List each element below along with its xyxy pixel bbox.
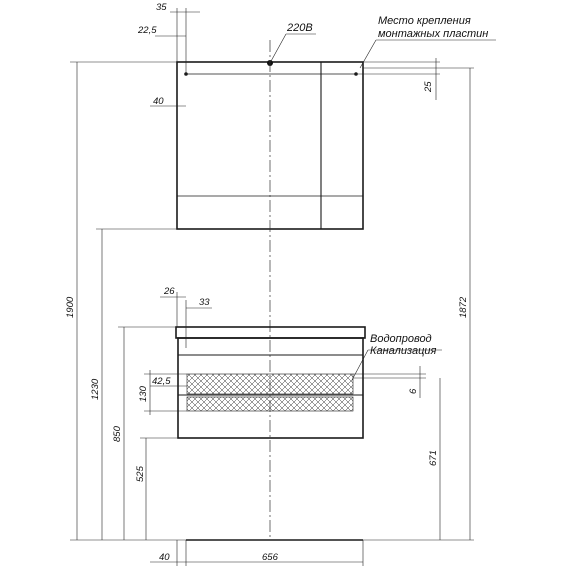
dim-850: 850 bbox=[112, 425, 123, 442]
plumbing-zone-lower bbox=[186, 396, 354, 412]
vanity-unit bbox=[175, 326, 366, 439]
vanity-countertop bbox=[175, 326, 366, 339]
dim-40-top: 40 bbox=[153, 96, 164, 107]
label-water-supply: Водопровод bbox=[370, 333, 432, 345]
bottom-dimensions: 40 656 bbox=[150, 540, 364, 566]
dim-1900: 1900 bbox=[65, 296, 76, 318]
dim-1230: 1230 bbox=[90, 378, 101, 400]
label-220v: 220В bbox=[286, 22, 313, 34]
right-dimensions: 1872 6 671 Водопровод Канализация bbox=[351, 67, 474, 541]
label-sewer: Канализация bbox=[370, 345, 436, 357]
dim-22-5: 22,5 bbox=[137, 25, 157, 36]
dim-671: 671 bbox=[428, 450, 439, 466]
dim-42-5: 42,5 bbox=[152, 376, 171, 387]
label-mount-line1: Место крепления bbox=[378, 15, 471, 27]
dim-33: 33 bbox=[199, 297, 210, 308]
dim-26: 26 bbox=[163, 286, 175, 297]
dim-1872: 1872 bbox=[458, 296, 469, 318]
top-dimensions: 35 22,5 40 220В Место крепления монтажны… bbox=[137, 2, 496, 107]
left-dimensions: 1900 1230 850 525 130 42,5 26 33 bbox=[65, 61, 212, 541]
dim-6: 6 bbox=[408, 388, 419, 394]
dim-40-bottom: 40 bbox=[159, 552, 170, 563]
dim-25: 25 bbox=[423, 81, 434, 93]
label-mount-line2: монтажных пластин bbox=[378, 28, 488, 40]
dim-525: 525 bbox=[135, 465, 146, 482]
plumbing-zone-upper bbox=[186, 373, 354, 395]
dim-656: 656 bbox=[262, 552, 279, 563]
dim-35: 35 bbox=[156, 2, 167, 13]
dim-130: 130 bbox=[138, 385, 149, 402]
